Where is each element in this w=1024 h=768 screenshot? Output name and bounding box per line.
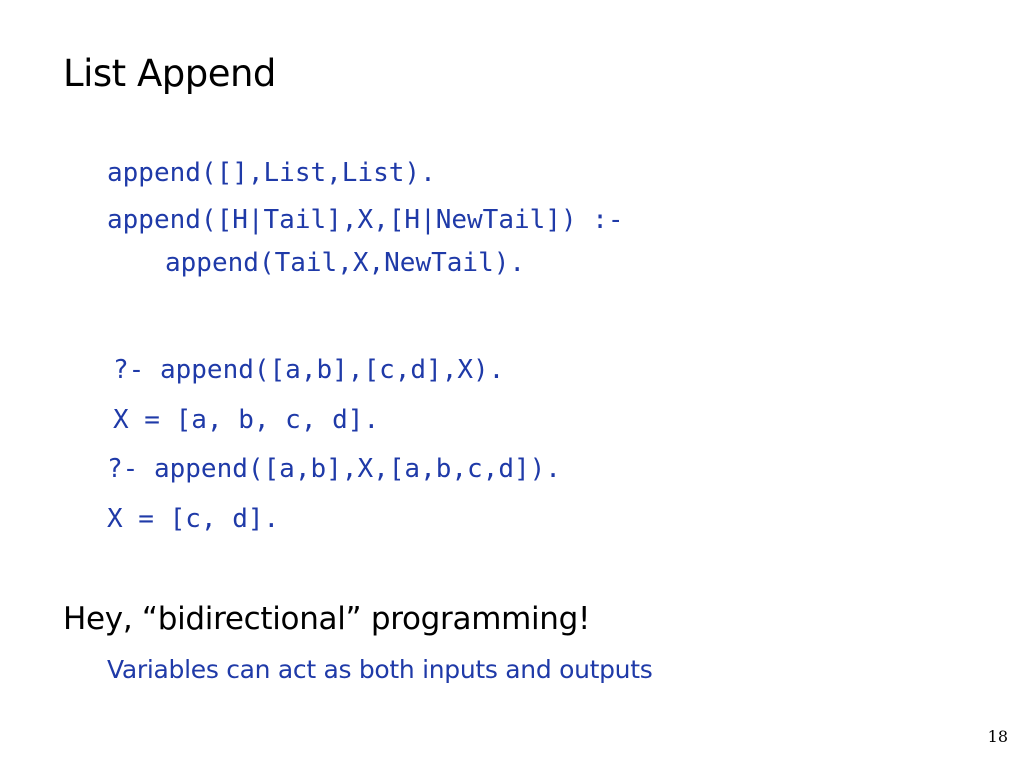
code-line-append-base: append([],List,List). bbox=[107, 158, 436, 188]
code-line-result-1: X = [a, b, c, d]. bbox=[113, 405, 380, 435]
bullet-bidirectional: Hey, “bidirectional” programming! bbox=[63, 601, 591, 637]
code-line-query-1: ?- append([a,b],[c,d],X). bbox=[113, 355, 505, 385]
code-line-append-rule-body: append(Tail,X,NewTail). bbox=[165, 248, 526, 278]
code-line-query-2: ?- append([a,b],X,[a,b,c,d]). bbox=[107, 454, 561, 484]
code-line-result-2: X = [c, d]. bbox=[107, 504, 280, 534]
code-line-append-rule-head: append([H|Tail],X,[H|NewTail]) :- bbox=[107, 205, 624, 235]
sub-bullet-variables: Variables can act as both inputs and out… bbox=[107, 655, 653, 684]
slide-title: List Append bbox=[63, 52, 276, 95]
page-number: 18 bbox=[987, 727, 1008, 746]
